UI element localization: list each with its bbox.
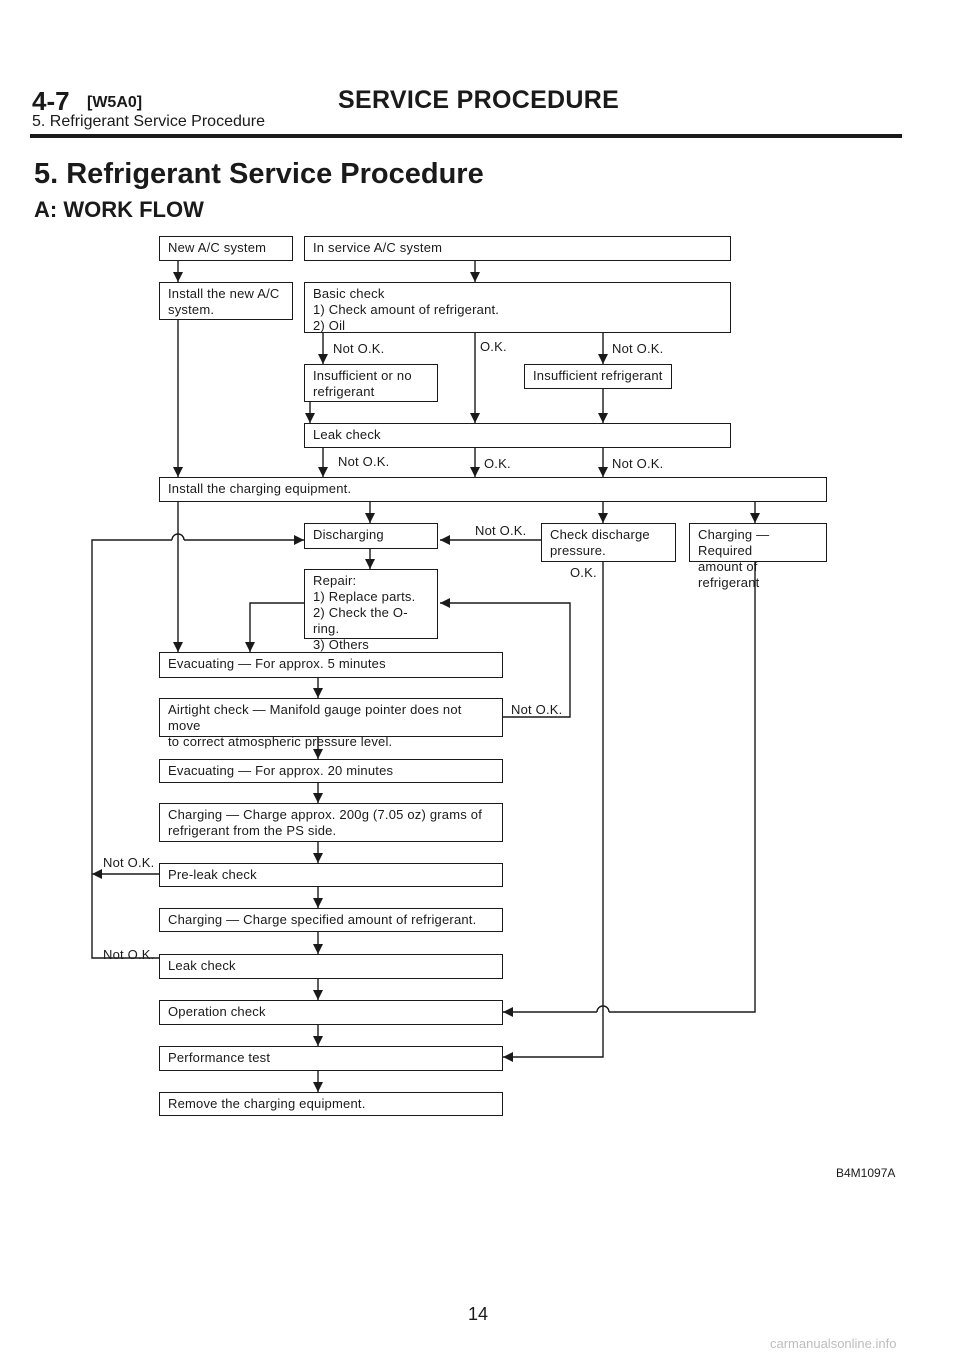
- box-leak-check-final: Leak check: [159, 954, 503, 979]
- label-ok: O.K.: [570, 565, 597, 580]
- section-subheading: A: WORK FLOW: [34, 197, 204, 222]
- header-rule: [30, 134, 902, 138]
- box-install-charging-equipment: Install the charging equipment.: [159, 477, 827, 502]
- watermark-text: carmanualsonline.info: [770, 1336, 897, 1351]
- header-subtitle: 5. Refrigerant Service Procedure: [32, 113, 265, 130]
- label-not-ok: Not O.K.: [103, 855, 155, 870]
- label-not-ok: Not O.K.: [511, 702, 563, 717]
- box-in-service-ac-system: In service A/C system: [304, 236, 731, 261]
- box-performance-test: Performance test: [159, 1046, 503, 1071]
- box-charging-200g: Charging — Charge approx. 200g (7.05 oz)…: [159, 803, 503, 842]
- page-heading: 5. Refrigerant Service Procedure: [34, 158, 484, 190]
- box-repair: Repair: 1) Replace parts. 2) Check the O…: [304, 569, 438, 652]
- box-basic-check: Basic check 1) Check amount of refrigera…: [304, 282, 731, 333]
- label-not-ok: Not O.K.: [475, 523, 527, 538]
- box-insufficient-or-no-refrigerant: Insufficient or no refrigerant: [304, 364, 438, 402]
- label-not-ok: Not O.K.: [103, 947, 155, 962]
- box-check-discharge-pressure: Check discharge pressure.: [541, 523, 676, 562]
- box-airtight-check: Airtight check — Manifold gauge pointer …: [159, 698, 503, 749]
- box-charging-specified-amount: Charging — Charge specified amount of re…: [159, 908, 503, 932]
- figure-code: B4M1097A: [836, 1166, 896, 1180]
- section-number: 4-7: [32, 86, 70, 116]
- header-title: SERVICE PROCEDURE: [338, 86, 620, 114]
- label-not-ok: Not O.K.: [612, 341, 664, 356]
- box-new-ac-system: New A/C system: [159, 236, 293, 261]
- label-ok: O.K.: [480, 339, 507, 354]
- box-pre-leak-check: Pre-leak check: [159, 863, 503, 887]
- box-evacuating-5-minutes: Evacuating — For approx. 5 minutes: [159, 652, 503, 678]
- page-number: 14: [468, 1304, 489, 1324]
- label-not-ok: Not O.K.: [333, 341, 385, 356]
- box-insufficient-refrigerant: Insufficient refrigerant: [524, 364, 672, 389]
- box-evacuating-20-minutes: Evacuating — For approx. 20 minutes: [159, 759, 503, 783]
- box-charging-required-amount: Charging — Required amount of refrigeran…: [689, 523, 827, 590]
- box-remove-charging-equipment: Remove the charging equipment.: [159, 1092, 503, 1116]
- label-not-ok: Not O.K.: [612, 456, 664, 471]
- section-code: [W5A0]: [87, 94, 143, 111]
- box-operation-check: Operation check: [159, 1000, 503, 1025]
- label-ok: O.K.: [484, 456, 511, 471]
- box-install-new-ac-system: Install the new A/C system.: [159, 282, 293, 320]
- label-not-ok: Not O.K.: [338, 454, 390, 469]
- box-leak-check-initial: Leak check: [304, 423, 731, 448]
- box-discharging: Discharging: [304, 523, 438, 549]
